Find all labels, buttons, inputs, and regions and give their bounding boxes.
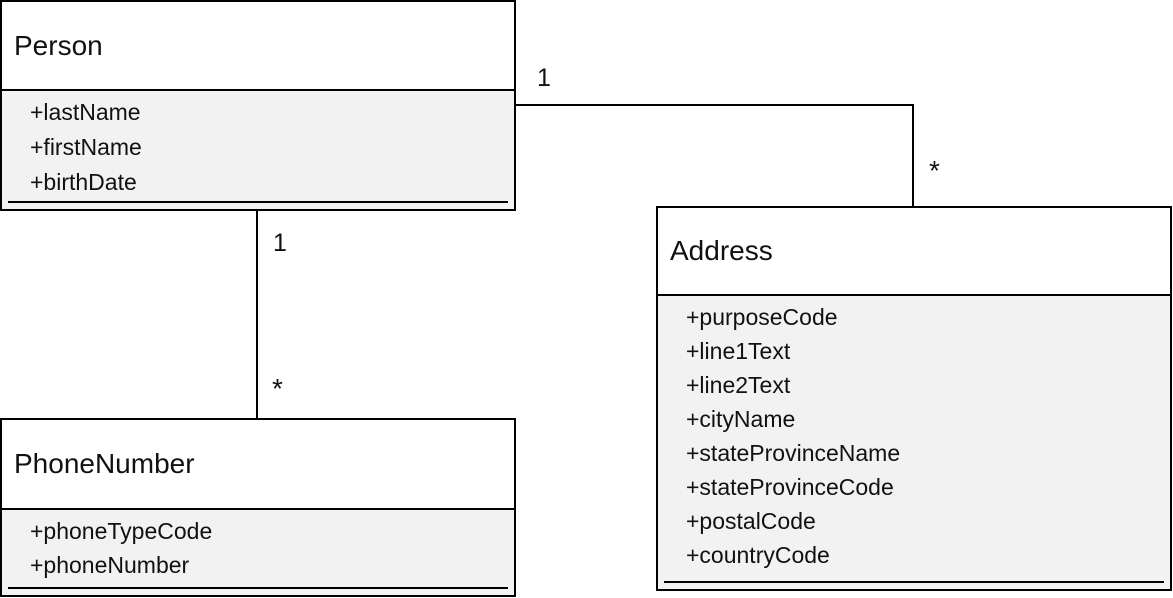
association-person-address-line-horizontal[interactable] bbox=[516, 104, 914, 106]
attribute-line1text: +line1Text bbox=[686, 338, 791, 364]
multiplicity-person-phonenumber-target[interactable]: * bbox=[272, 373, 283, 404]
attribute-postalcode: +postalCode bbox=[686, 508, 816, 534]
attribute-stateprovincename: +stateProvinceName bbox=[686, 440, 901, 466]
attribute-purposecode: +purposeCode bbox=[686, 304, 838, 330]
person-compartment-divider bbox=[8, 201, 508, 203]
attribute-birthdate: +birthDate bbox=[30, 169, 137, 195]
attribute-firstname: +firstName bbox=[30, 134, 142, 160]
class-title-address: Address bbox=[658, 208, 1170, 296]
multiplicity-person-address-target[interactable]: * bbox=[929, 155, 940, 186]
class-attributes-person: +lastName +firstName +birthDate bbox=[2, 91, 514, 209]
class-attributes-address: +purposeCode +line1Text +line2Text +city… bbox=[658, 296, 1170, 589]
attribute-stateprovincecode: +stateProvinceCode bbox=[686, 474, 894, 500]
attribute-phonetypecode: +phoneTypeCode bbox=[30, 518, 213, 544]
association-person-address-line-vertical[interactable] bbox=[912, 104, 914, 208]
phonenumber-compartment-divider bbox=[8, 587, 508, 589]
association-person-phonenumber-line[interactable] bbox=[256, 211, 258, 418]
multiplicity-person-phonenumber-source[interactable]: 1 bbox=[273, 229, 287, 257]
attribute-phonenumber: +phoneNumber bbox=[30, 552, 190, 578]
class-title-person: Person bbox=[2, 2, 514, 91]
attribute-line2text: +line2Text bbox=[686, 372, 791, 398]
class-box-person[interactable]: Person +lastName +firstName +birthDate bbox=[0, 0, 516, 211]
address-compartment-divider bbox=[664, 581, 1164, 583]
attribute-countrycode: +countryCode bbox=[686, 542, 830, 568]
class-attributes-phonenumber: +phoneTypeCode +phoneNumber bbox=[2, 510, 514, 595]
attribute-cityname: +cityName bbox=[686, 406, 796, 432]
class-box-address[interactable]: Address +purposeCode +line1Text +line2Te… bbox=[656, 206, 1172, 591]
class-title-phonenumber: PhoneNumber bbox=[2, 420, 514, 510]
multiplicity-person-address-source[interactable]: 1 bbox=[537, 64, 551, 92]
class-box-phonenumber[interactable]: PhoneNumber +phoneTypeCode +phoneNumber bbox=[0, 418, 516, 597]
attribute-lastname: +lastName bbox=[30, 99, 141, 125]
